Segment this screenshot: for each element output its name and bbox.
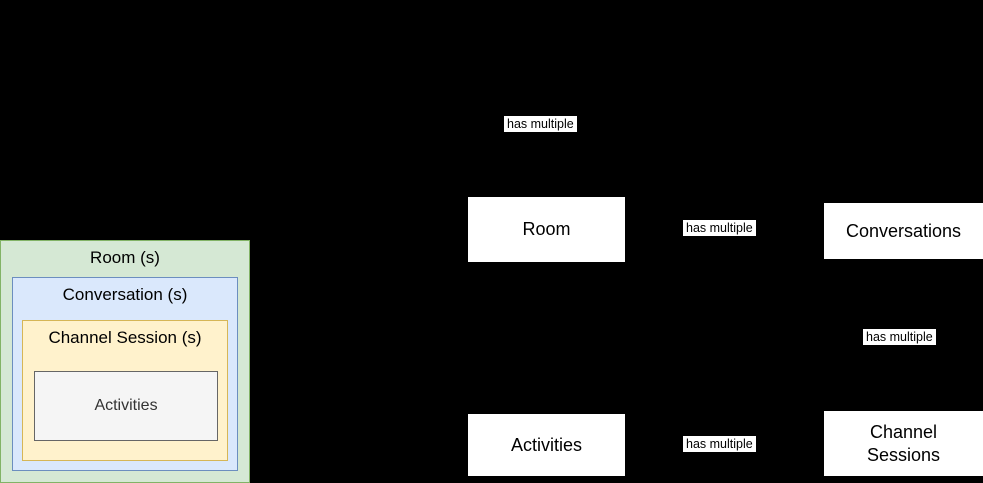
node-activities: Activities xyxy=(468,414,625,476)
channel-session-group-box: Channel Session (s) Activities xyxy=(22,320,228,461)
conversation-group-label: Conversation (s) xyxy=(62,285,188,304)
room-group-label: Room (s) xyxy=(90,248,160,267)
node-channel-sessions-label: Channel Sessions xyxy=(866,422,941,465)
node-room: Room xyxy=(468,197,625,262)
edge-label-has-multiple-conversations-channel-sessions: has multiple xyxy=(863,329,936,345)
conversation-group-box: Conversation (s) Channel Session (s) Act… xyxy=(12,277,238,471)
activities-box: Activities xyxy=(34,371,218,441)
edge-label-has-multiple-top: has multiple xyxy=(504,116,577,132)
activities-box-label: Activities xyxy=(94,397,158,414)
edge-label-has-multiple-activities-channel-sessions: has multiple xyxy=(683,436,756,452)
channel-session-group-label: Channel Session (s) xyxy=(48,328,202,347)
edge-label-has-multiple-room-conversations: has multiple xyxy=(683,220,756,236)
node-activities-label: Activities xyxy=(510,434,582,455)
node-conversations-label: Conversations xyxy=(845,220,962,241)
node-conversations: Conversations xyxy=(824,203,983,259)
node-channel-sessions: Channel Sessions xyxy=(824,411,983,476)
node-room-label: Room xyxy=(522,219,571,240)
room-group-box: Room (s) Conversation (s) Channel Sessio… xyxy=(0,240,250,483)
